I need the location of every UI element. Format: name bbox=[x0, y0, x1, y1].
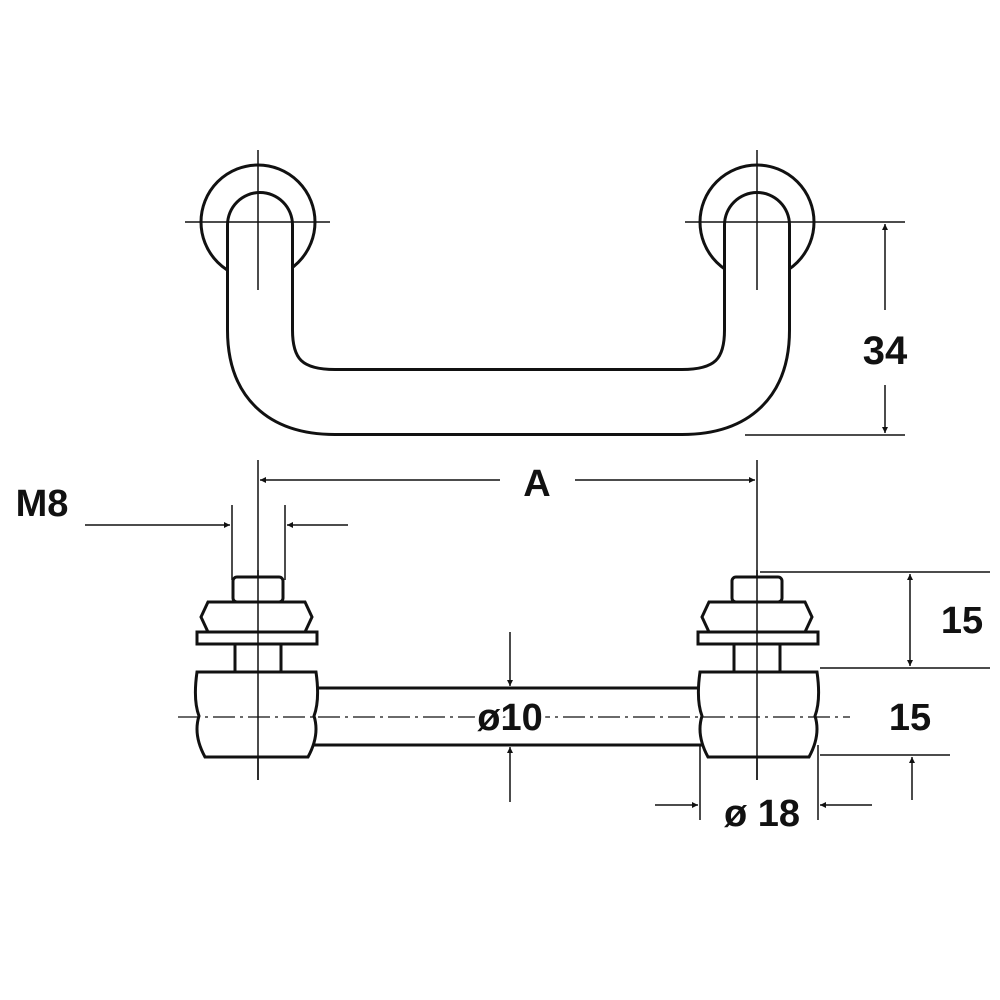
height-label: 34 bbox=[863, 329, 908, 373]
top-view: 34 bbox=[185, 150, 908, 436]
base-diameter-label: ø 18 bbox=[724, 793, 800, 835]
handle-body bbox=[229, 194, 788, 433]
nut-height-label: 15 bbox=[941, 600, 983, 642]
base-height-label: 15 bbox=[889, 697, 931, 739]
spacing-label: A bbox=[523, 463, 550, 505]
thread-label: M8 bbox=[16, 483, 69, 525]
right-fastener bbox=[696, 575, 821, 759]
rod-diameter-label: ø10 bbox=[477, 697, 542, 739]
left-fastener bbox=[193, 575, 320, 759]
side-view: A M8 ø10 15 15 bbox=[16, 460, 990, 835]
